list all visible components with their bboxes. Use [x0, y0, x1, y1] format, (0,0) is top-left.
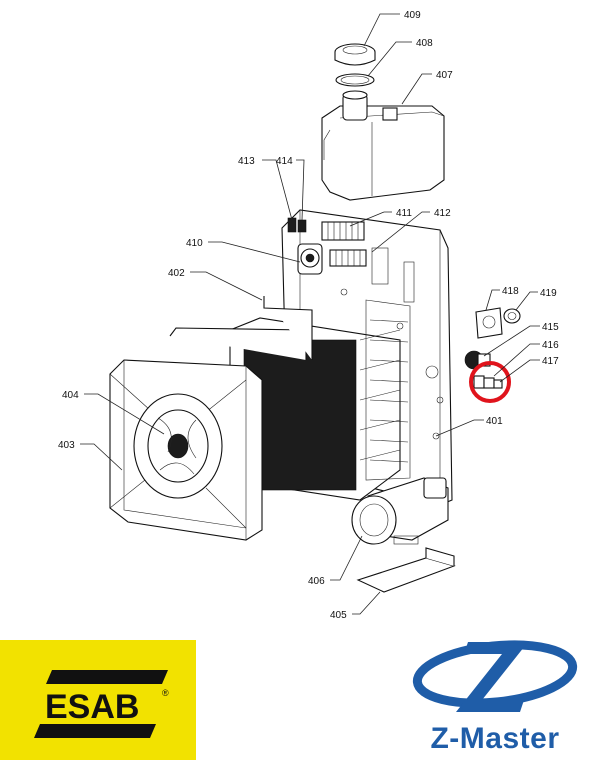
callout-409: 409 [404, 10, 421, 21]
callout-408: 408 [416, 38, 433, 49]
heat-exchanger-part [169, 296, 411, 501]
leader-lines [80, 13, 540, 615]
callout-404: 404 [62, 390, 79, 401]
pump-part [351, 477, 449, 545]
reservoir-cap-part [334, 43, 376, 66]
callout-411: 411 [396, 208, 412, 219]
callout-401: 401 [486, 416, 503, 427]
callout-418: 418 [502, 286, 519, 297]
zmaster-wordmark: Z-Master [430, 722, 560, 755]
callout-407: 407 [436, 70, 453, 81]
coolant-tank-part [321, 90, 445, 201]
callout-403: 403 [58, 440, 75, 451]
callout-405: 405 [330, 610, 347, 620]
gauge-plate-part [475, 307, 503, 339]
callout-402: 402 [168, 268, 185, 279]
zmaster-logo: Z-Master [410, 632, 580, 758]
callout-415: 415 [542, 322, 559, 333]
callout-417: 417 [542, 356, 559, 367]
callout-412: 412 [434, 208, 451, 219]
esab-wordmark: ESAB [45, 688, 139, 726]
callout-413: 413 [238, 156, 255, 167]
callout-410: 410 [186, 238, 203, 249]
esab-registered-mark: ® [162, 688, 169, 698]
callout-419: 419 [540, 288, 557, 299]
highlight-circle-417 [469, 361, 511, 403]
exploded-parts-diagram: 409 408 407 413 414 411 412 410 402 418 … [58, 10, 559, 620]
fan-part [133, 393, 223, 499]
callout-414: 414 [276, 156, 293, 167]
gauge-part [503, 308, 521, 324]
esab-logo: ESAB ® [0, 640, 196, 760]
terminal-block-part [321, 221, 367, 267]
flow-switch-part [297, 243, 323, 275]
hose-connector-part [473, 375, 503, 389]
callout-406: 406 [308, 576, 325, 587]
callout-416: 416 [542, 340, 559, 351]
mounting-bracket-part [356, 547, 456, 593]
reservoir-seal-part [335, 73, 375, 87]
